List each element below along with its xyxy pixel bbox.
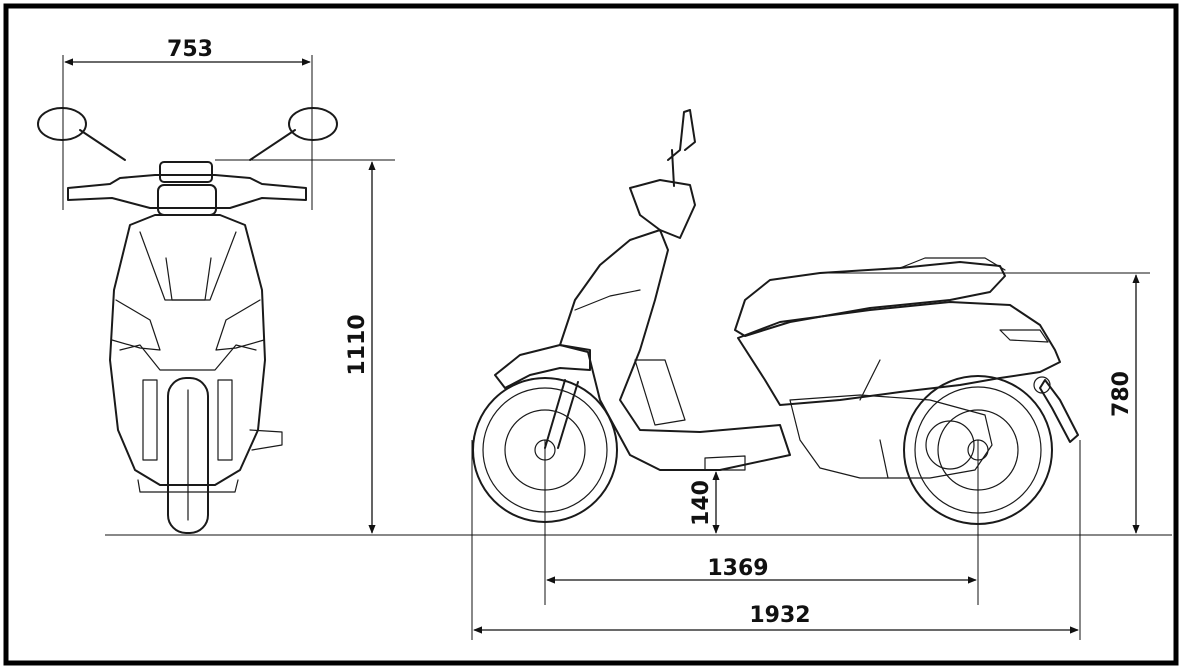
wheelbase-value: 1369 (707, 556, 768, 581)
dimension-ground-clearance: 140 (689, 471, 720, 534)
side-view-drawing (472, 109, 1079, 525)
height-value: 1110 (345, 314, 370, 375)
front-view-drawing (37, 107, 338, 534)
length-value: 1932 (749, 603, 810, 628)
seat-height-value: 780 (1109, 371, 1134, 417)
dimension-width: 753 (62, 37, 313, 210)
dimension-height: 1110 (215, 159, 395, 534)
ground-clearance-value: 140 (689, 480, 714, 526)
dimension-seat-height: 780 (820, 272, 1150, 534)
frame-border (3, 3, 1179, 666)
width-value: 753 (167, 37, 213, 62)
dimension-length: 1932 (471, 440, 1081, 640)
dimension-wheelbase: 1369 (544, 440, 979, 605)
